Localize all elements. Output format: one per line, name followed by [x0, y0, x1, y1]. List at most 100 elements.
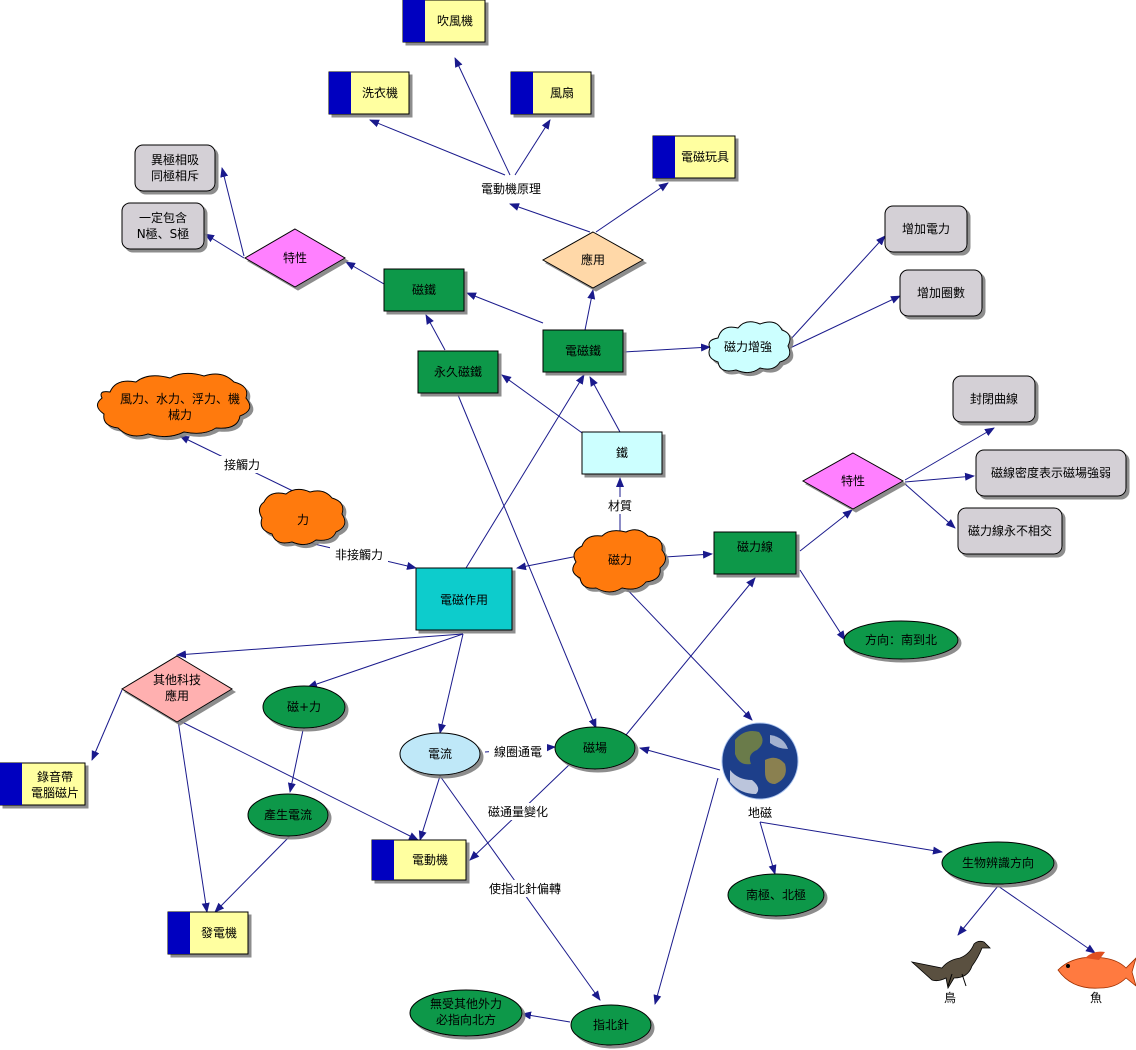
node-dici[interactable]: 地磁 [721, 722, 799, 820]
svg-text:洗衣機: 洗衣機 [362, 85, 398, 100]
node-texing2[interactable]: 特性 [801, 452, 905, 510]
label-citongliangbianhua: 磁通量變化 [483, 803, 553, 820]
svg-text:電動機原理: 電動機原理 [481, 181, 541, 196]
node-zengjiadianli[interactable]: 增加電力 [884, 205, 968, 253]
svg-text:永久磁鐵: 永久磁鐵 [434, 364, 482, 379]
node-cili[interactable]: 磁力 [572, 529, 666, 593]
node-yu[interactable]: 魚 [1057, 951, 1136, 1005]
node-xiyiji[interactable]: 洗衣機 [328, 71, 410, 115]
svg-text:線圈通電: 線圈通電 [494, 744, 542, 759]
node-fengshan[interactable]: 風扇 [510, 71, 592, 115]
node-diancizuoyong[interactable]: 電磁作用 [415, 567, 513, 631]
node-cilizengqiang[interactable]: 磁力增強 [708, 321, 791, 374]
node-cixianmidu[interactable]: 磁線密度表示磁場強弱 [975, 449, 1127, 497]
node-fadianji[interactable]: 發電機 [167, 911, 249, 955]
svg-text:磁場: 磁場 [583, 740, 607, 755]
svg-text:無受其他外力: 無受其他外力 [430, 996, 502, 1011]
svg-text:地磁: 地磁 [748, 805, 772, 820]
svg-text:磁力線: 磁力線 [737, 539, 773, 554]
label-shizhibeizhen: 使指北針偏轉 [485, 880, 565, 897]
svg-text:磁力線永不相交: 磁力線永不相交 [968, 523, 1052, 538]
node-zengjiaquanshu[interactable]: 增加圈數 [899, 269, 983, 317]
node-luyindai[interactable]: 錄音帶 電腦磁片 [0, 762, 86, 806]
svg-text:異極相吸: 異極相吸 [151, 152, 199, 167]
svg-text:方向：南到北: 方向：南到北 [865, 632, 937, 647]
svg-text:械力: 械力 [168, 407, 192, 422]
node-yongjiucitie[interactable]: 永久磁鐵 [417, 350, 499, 394]
node-citie[interactable]: 磁鐵 [383, 268, 465, 312]
node-niao[interactable]: 鳥 [910, 940, 991, 1005]
label-caizhi: 材質 [603, 497, 637, 514]
node-diancikwanju[interactable]: 電磁玩具 [652, 135, 736, 179]
svg-text:魚: 魚 [1090, 991, 1102, 1005]
node-texing1[interactable]: 特性 [244, 228, 346, 288]
svg-text:同極相斥: 同極相斥 [151, 168, 199, 183]
svg-text:封閉曲線: 封閉曲線 [970, 391, 1018, 406]
node-cilixian[interactable]: 磁力線 [713, 531, 797, 575]
node-qitakeji[interactable]: 其他科技 應用 [121, 655, 233, 723]
svg-text:電磁作用: 電磁作用 [440, 592, 488, 607]
svg-text:發電機: 發電機 [201, 925, 237, 940]
label-jiechuli: 接觸力 [219, 456, 265, 473]
svg-text:必指向北方: 必指向北方 [436, 1012, 496, 1027]
svg-text:使指北針偏轉: 使指北針偏轉 [489, 881, 561, 896]
node-cichang[interactable]: 磁場 [554, 726, 636, 770]
label-feijiechuli: 非接觸力 [330, 546, 388, 563]
svg-text:風扇: 風扇 [550, 85, 574, 100]
svg-text:力: 力 [297, 513, 309, 527]
svg-text:磁力: 磁力 [608, 552, 632, 567]
svg-text:應用: 應用 [581, 252, 605, 267]
svg-text:吹風機: 吹風機 [437, 13, 473, 28]
svg-text:南極、北極: 南極、北極 [746, 887, 806, 902]
node-dianliu[interactable]: 電流 [399, 732, 481, 776]
node-fengli[interactable]: 風力、水力、浮力、機 械力 [97, 372, 251, 438]
earth-icon [721, 722, 799, 800]
node-yidingbaohan[interactable]: 一定包含 N極、S極 [121, 202, 205, 250]
node-cijiali[interactable]: 磁+力 [262, 685, 346, 729]
svg-text:電動機: 電動機 [412, 852, 448, 867]
svg-text:其他科技: 其他科技 [153, 673, 201, 687]
svg-text:電腦磁片: 電腦磁片 [31, 785, 79, 800]
node-diandongji[interactable]: 電動機 [371, 839, 467, 881]
node-wushou[interactable]: 無受其他外力 必指向北方 [409, 989, 523, 1037]
svg-text:非接觸力: 非接觸力 [335, 547, 383, 562]
svg-text:磁線密度表示磁場強弱: 磁線密度表示磁場強弱 [991, 465, 1111, 480]
label-diandongjiyuanli: 電動機原理 [476, 180, 546, 197]
svg-text:磁+力: 磁+力 [287, 699, 321, 714]
node-shengwu[interactable]: 生物辨識方向 [941, 841, 1055, 885]
fish-icon [1057, 951, 1136, 989]
label-xianquantongdian: 線圈通電 [489, 743, 547, 760]
node-yingyong[interactable]: 應用 [541, 231, 645, 289]
svg-text:產生電流: 產生電流 [264, 807, 312, 822]
svg-text:生物辨識方向: 生物辨識方向 [962, 855, 1034, 870]
svg-text:磁鐵: 磁鐵 [412, 282, 436, 297]
svg-text:錄音帶: 錄音帶 [37, 769, 73, 784]
svg-text:電磁鐵: 電磁鐵 [565, 343, 601, 358]
svg-text:N極、S極: N極、S極 [137, 226, 190, 241]
node-li[interactable]: 力 [258, 488, 346, 546]
svg-text:磁通量變化: 磁通量變化 [488, 804, 548, 819]
svg-text:應用: 應用 [165, 688, 189, 703]
node-tie[interactable]: 鐵 [581, 431, 663, 475]
svg-text:接觸力: 接觸力 [224, 457, 260, 472]
node-cilixianbuxiangjiao[interactable]: 磁力線永不相交 [957, 507, 1063, 555]
node-nanji[interactable]: 南極、北極 [727, 873, 825, 917]
node-fangxiang[interactable]: 方向：南到北 [843, 620, 959, 660]
node-chanshengdianliu[interactable]: 產生電流 [247, 793, 329, 837]
svg-text:材質: 材質 [608, 498, 632, 513]
svg-text:一定包含: 一定包含 [139, 210, 187, 225]
node-chuifengji[interactable]: 吹風機 [402, 0, 486, 43]
svg-text:增加圈數: 增加圈數 [917, 286, 965, 300]
bird-icon [910, 940, 991, 990]
svg-text:增加電力: 增加電力 [902, 222, 950, 236]
node-fengbiquxian[interactable]: 封閉曲線 [952, 375, 1036, 423]
node-zhibeizhen[interactable]: 指北針 [570, 1004, 652, 1046]
svg-text:指北針: 指北針 [593, 1017, 629, 1032]
svg-text:風力、水力、浮力、機: 風力、水力、浮力、機 [120, 391, 240, 406]
node-diancitie[interactable]: 電磁鐵 [542, 329, 624, 373]
svg-text:特性: 特性 [841, 473, 865, 488]
node-yijixiangxi[interactable]: 異極相吸 同極相斥 [134, 144, 216, 192]
edge-labels: 電動機原理 接觸力 材質 非接觸力 線圈通電 磁通量變化 使指北針偏轉 [219, 180, 637, 897]
svg-text:鳥: 鳥 [944, 990, 956, 1005]
